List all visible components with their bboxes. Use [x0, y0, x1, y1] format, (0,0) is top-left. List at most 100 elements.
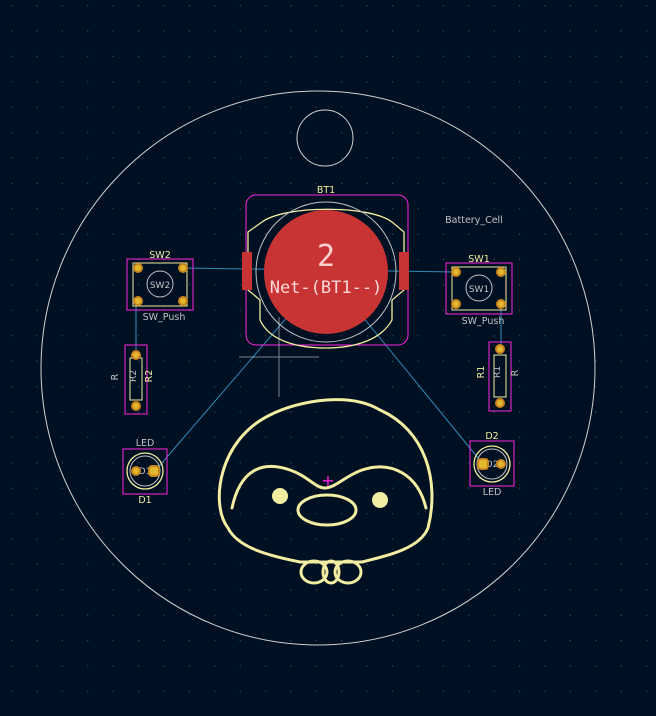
grid-dot	[61, 5, 63, 7]
crosshair-cursor-icon	[239, 317, 319, 397]
led-d2[interactable]: D2 D2 LED	[469, 431, 515, 498]
grid-dot	[544, 55, 546, 57]
grid-dot	[392, 386, 394, 388]
penguin-logo-icon	[217, 398, 434, 585]
tht-pads	[477, 458, 506, 470]
grid-dot	[442, 411, 444, 413]
grid-dot	[214, 106, 216, 108]
grid-dot	[417, 335, 419, 337]
grid-dot	[620, 208, 622, 210]
grid-dot	[188, 487, 190, 489]
grid-dot	[569, 55, 571, 57]
grid-dot	[646, 81, 648, 83]
switch-sw2[interactable]: SW2 SW2 SW_Push	[126, 250, 194, 323]
grid-dot	[315, 462, 317, 464]
fab-label: SW1	[469, 285, 489, 295]
grid-dot	[315, 563, 317, 565]
grid-dot	[544, 106, 546, 108]
grid-dot	[188, 81, 190, 83]
grid-dot	[519, 5, 521, 7]
resistor-r2[interactable]: R2 R2 R	[110, 344, 155, 415]
grid-dot	[36, 360, 38, 362]
grid-dot	[519, 335, 521, 337]
grid-dot	[341, 55, 343, 57]
grid-dot	[315, 589, 317, 591]
battery-pad-2[interactable]	[264, 210, 388, 334]
grid-dot	[620, 309, 622, 311]
grid-dot	[366, 665, 368, 667]
grid-dot	[290, 665, 292, 667]
reference-label: SW1	[468, 254, 489, 265]
grid-dot	[468, 462, 470, 464]
grid-dot	[366, 182, 368, 184]
grid-dot	[646, 563, 648, 565]
grid-dot	[112, 284, 114, 286]
grid-dot	[290, 132, 292, 134]
grid-dot	[315, 335, 317, 337]
grid-dot	[620, 436, 622, 438]
grid-dot	[188, 360, 190, 362]
grid-dot	[61, 335, 63, 337]
grid-dot	[36, 106, 38, 108]
reference-label: D2	[485, 431, 498, 442]
grid-dot	[61, 81, 63, 83]
grid-dot	[646, 157, 648, 159]
grid-dot	[36, 132, 38, 134]
resistor-r1[interactable]: R1 R1 R	[476, 341, 521, 412]
grid-dot	[442, 81, 444, 83]
switch-sw1[interactable]: SW1 SW1 SW_Push	[445, 254, 513, 327]
grid-dot	[265, 208, 267, 210]
grid-dot	[214, 436, 216, 438]
penguin-eyes	[272, 488, 388, 508]
tht-pads	[131, 465, 160, 477]
grid-dot	[214, 386, 216, 388]
grid-dot	[36, 182, 38, 184]
grid-dot	[519, 462, 521, 464]
side-pad-left	[242, 252, 252, 290]
grid-dot	[646, 665, 648, 667]
grid-dot	[163, 132, 165, 134]
grid-dot	[239, 513, 241, 515]
grid-dot	[163, 106, 165, 108]
grid-dot	[112, 5, 114, 7]
grid-dot	[214, 284, 216, 286]
grid-dot	[620, 106, 622, 108]
grid-dot	[442, 436, 444, 438]
grid-dot	[595, 640, 597, 642]
grid-dot	[544, 411, 546, 413]
grid-dot	[442, 589, 444, 591]
grid-dot	[290, 563, 292, 565]
grid-dot	[87, 690, 89, 692]
grid-dot	[442, 157, 444, 159]
grid-dot	[442, 208, 444, 210]
grid-dot	[61, 436, 63, 438]
led-d1[interactable]: D1 LED D1	[122, 438, 168, 506]
grid-dot	[61, 157, 63, 159]
grid-dot	[315, 208, 317, 210]
grid-dot	[544, 182, 546, 184]
grid-dot	[163, 640, 165, 642]
grid-dot	[468, 208, 470, 210]
grid-dot	[620, 157, 622, 159]
grid-dot	[290, 513, 292, 515]
grid-dot	[36, 335, 38, 337]
grid-dot	[519, 284, 521, 286]
grid-dot	[61, 690, 63, 692]
grid-dot	[468, 589, 470, 591]
grid-dot	[315, 690, 317, 692]
grid-dot	[315, 157, 317, 159]
grid-dot	[163, 462, 165, 464]
grid-dot	[646, 411, 648, 413]
grid-dot	[87, 30, 89, 32]
grid-dot	[442, 690, 444, 692]
grid-dot	[290, 157, 292, 159]
grid-dot	[468, 665, 470, 667]
battery-holder-bt1[interactable]: 2 Net-(BT1--) BT1 Battery_Cell	[242, 185, 503, 349]
grid-dot	[595, 208, 597, 210]
grid-dot	[417, 81, 419, 83]
grid-dot	[36, 513, 38, 515]
grid-dot	[315, 487, 317, 489]
grid-dot	[112, 436, 114, 438]
grid-dot	[315, 55, 317, 57]
